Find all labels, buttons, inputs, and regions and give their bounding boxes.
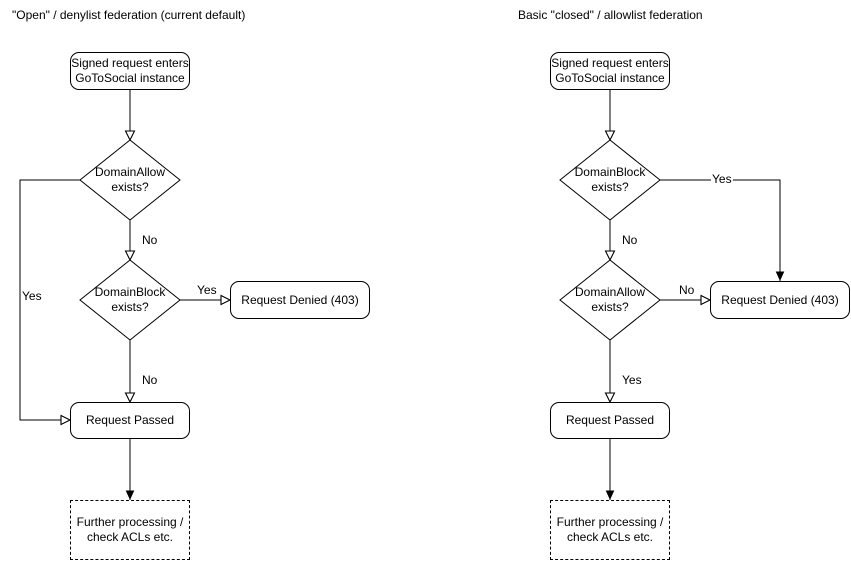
left-entry-node: Signed request enters GoToSocial instanc… [70, 52, 190, 90]
left-decision1-diamond [79, 139, 181, 221]
left-passed-node: Request Passed [70, 402, 190, 439]
right-decision2-label: DomainAllow exists? [574, 285, 646, 314]
left-chart-title: "Open" / denylist federation (current de… [12, 8, 246, 22]
right-edge-decision1-yes-to-denied [660, 179, 785, 281]
left-decision2-label: DomainBlock exists? [94, 285, 166, 314]
left-decision2-diamond [79, 259, 181, 341]
left-edge-label-decision1-no: No [141, 233, 159, 247]
right-entry-node: Signed request enters GoToSocial instanc… [550, 52, 670, 90]
right-edge-label-decision1-no: No [621, 233, 639, 247]
left-further-node: Further processing / check ACLs etc. [70, 500, 190, 560]
right-decision1-label: DomainBlock exists? [574, 165, 646, 194]
right-edge-label-decision1-yes: Yes [711, 172, 733, 186]
left-edge-label-decision1-yes: Yes [21, 289, 43, 303]
right-denied-node: Request Denied (403) [710, 281, 850, 319]
right-edge-label-decision2-yes: Yes [621, 373, 643, 387]
right-chart-title: Basic "closed" / allowlist federation [518, 8, 703, 22]
right-passed-node: Request Passed [550, 402, 670, 439]
left-edge-label-decision2-no: No [141, 373, 159, 387]
right-decision1-diamond [559, 139, 661, 221]
left-decision1-label: DomainAllow exists? [94, 165, 166, 194]
right-further-node: Further processing / check ACLs etc. [550, 500, 670, 560]
left-edge-label-decision2-yes: Yes [196, 283, 218, 297]
left-denied-node: Request Denied (403) [230, 281, 370, 319]
left-edge-decision1-yes-to-passed [19, 179, 80, 426]
right-decision2-diamond [559, 259, 661, 341]
right-edge-label-decision2-no: No [678, 283, 696, 297]
